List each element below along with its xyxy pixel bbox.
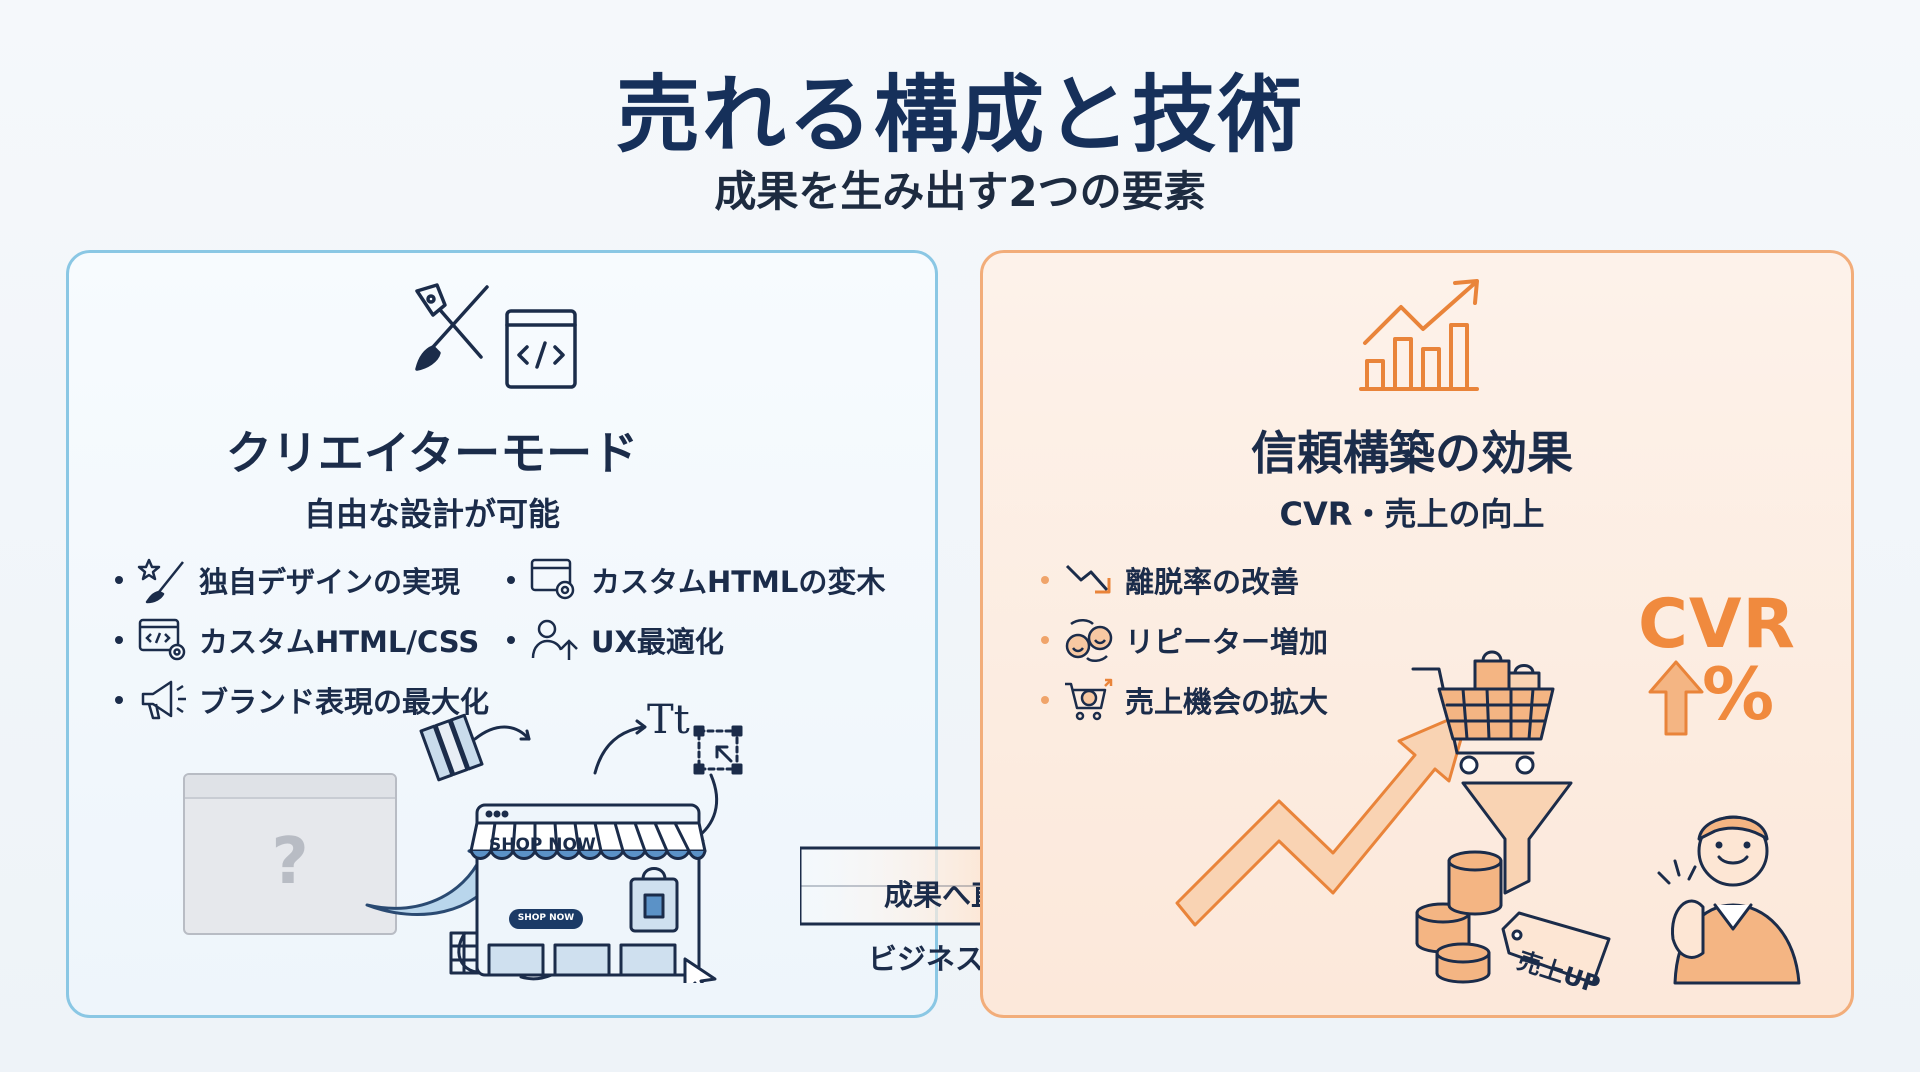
feature-item: カスタムHTMLの変木	[507, 555, 885, 605]
faces-icon	[1063, 615, 1115, 665]
left-panel-subtitle: 自由な設計が可能	[303, 495, 560, 533]
question-mark: ?	[271, 825, 309, 899]
shop-now-button: SHOP NOW	[517, 913, 575, 923]
page-subtitle: 成果を生み出す2つの要素	[714, 167, 1206, 216]
star-brush-icon	[137, 555, 189, 605]
feature-label: カスタムHTMLの変木	[591, 565, 886, 599]
megaphone-icon	[137, 675, 189, 725]
feature-label: カスタムHTML/CSS	[199, 625, 480, 659]
feature-label: UX最適化	[591, 625, 724, 659]
right-panel-subtitle: CVR・売上の向上	[1279, 495, 1545, 533]
percent-label: %	[1702, 652, 1775, 736]
pen-brush-code-icon	[415, 283, 577, 389]
user-up-icon	[529, 615, 581, 665]
shop-sign: SHOP NOW	[489, 835, 596, 855]
blank-page-window: ?	[183, 773, 397, 935]
page-title: 売れる構成と技術	[615, 66, 1304, 164]
feature-label: 売上機会の拡大	[1125, 685, 1329, 719]
feature-item: UX最適化	[507, 615, 724, 665]
dollar-cart-icon	[1063, 675, 1115, 725]
feature-item: 売上機会の拡大	[1041, 675, 1328, 725]
feature-item: 独自デザインの実現	[115, 555, 460, 605]
feature-label: 独自デザインの実現	[199, 565, 461, 599]
feature-label: リピーター増加	[1125, 625, 1329, 659]
left-panel-title: クリエイターモード	[225, 426, 639, 480]
feature-item: ブランド表現の最大化	[115, 675, 489, 725]
trust-effect-panel: 信頼構築の効果 CVR・売上の向上 離脱率の改善 リピーター増加 売上機会の拡大	[980, 250, 1854, 1018]
feature-item: リピーター増加	[1041, 615, 1328, 665]
cvr-label: CVR	[1638, 585, 1796, 664]
code-gear-icon	[137, 615, 189, 665]
text-tool-icon: Tt	[647, 697, 690, 743]
down-trend-icon	[1063, 555, 1115, 605]
feature-item: カスタムHTML/CSS	[115, 615, 479, 665]
feature-item: 離脱率の改善	[1041, 555, 1299, 605]
conversion-illustration	[1411, 650, 1801, 985]
creator-mode-panel: クリエイターモード 自由な設計が可能 独自デザインの実現 カスタムHTMLの変木…	[66, 250, 938, 1018]
growth-chart-icon	[1359, 279, 1479, 391]
right-panel-title: 信頼構築の効果	[1251, 426, 1573, 480]
up-arrow-icon	[1648, 660, 1704, 736]
window-gear-icon	[529, 555, 581, 605]
storefront-illustration	[419, 713, 743, 983]
feature-label: 離脱率の改善	[1125, 565, 1300, 599]
feature-label: ブランド表現の最大化	[199, 685, 490, 719]
growth-arrow	[1175, 709, 1471, 927]
